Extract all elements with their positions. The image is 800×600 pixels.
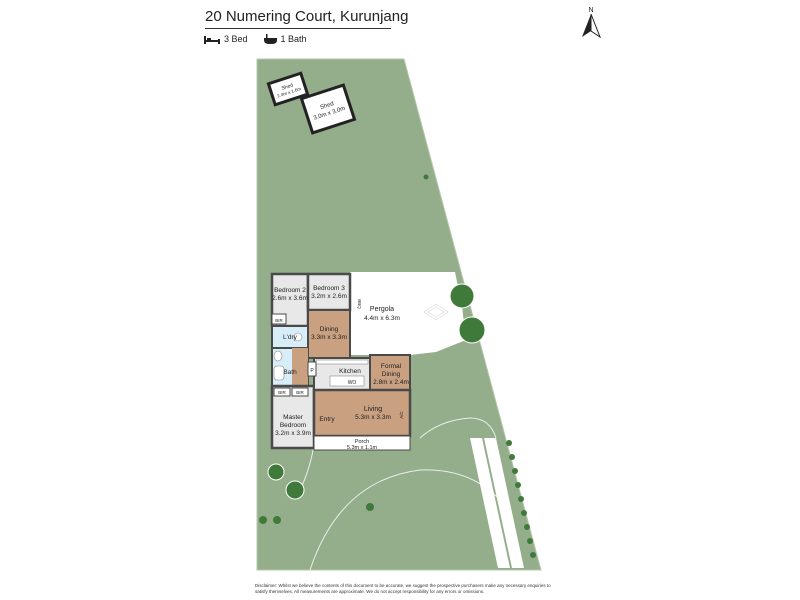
shed-large-name: Shed [319,101,334,111]
formal-dim: 2.8m x 2.4m [373,379,409,386]
shed-large: Shed 3.0m x 3.0m [299,83,357,135]
paving-pattern [423,303,449,321]
ac-label: A/C [399,411,404,419]
north-arrow-icon: N [582,7,601,38]
bedroom2-name: Bedroom 2 [274,287,306,294]
house [270,272,412,451]
title-divider [205,28,391,29]
master-name-2: Bedroom [280,422,306,429]
trees [259,174,536,558]
feature-summary: 3 Bed 1 Bath [204,34,307,44]
laundry-name: L'dry [283,334,298,341]
bedroom3-name: Bedroom 3 [313,285,345,292]
shed-small: Shed 2.4m x 1.6m [266,71,310,107]
master-name-1: Master [283,414,304,421]
driveway-strip [484,438,524,568]
bed-feature: 3 Bed [204,34,248,44]
living-name: Living [364,406,382,413]
disclaimer-text: Disclaimer: Whilst we believe the conten… [255,583,551,594]
garden-path-line [419,417,497,439]
dining-name: Dining [320,326,339,333]
kitchen-name: Kitchen [339,368,361,375]
pergola-dim: 4.4m x 6.3m [364,315,400,322]
north-label: N [588,7,593,14]
master-dim: 3.2m x 3.9m [275,430,311,437]
pantry-label: P [310,368,314,374]
property-address: 20 Numering Court, Kurunjang [205,8,409,25]
bbq-label: BBQ [357,299,362,309]
bath-feature: 1 Bath [263,34,307,44]
bath-name: Bath [283,369,297,376]
bir-label: BIR [296,390,304,395]
shed-small-name: Shed [281,82,294,91]
bir-label: BIR [275,318,283,323]
driveway-strip [470,438,510,568]
bedroom3-dim: 3.2m x 2.6m [311,293,347,300]
dining-dim: 3.3m x 3.3m [311,334,347,341]
porch-name: Porch [355,439,369,445]
wall-oven-label: WO [348,380,357,386]
pergola-paving [350,272,466,355]
living-dim: 5.3m x 3.3m [355,414,391,421]
bed-count: 3 Bed [224,34,248,44]
entry-name: Entry [319,416,335,423]
formal-name-2: Dining [382,371,401,378]
bedroom2-dim: 2.6m x 3.6m [272,295,308,302]
formal-name-1: Formal [381,363,402,370]
bath-icon [263,34,277,44]
garden-path-line [309,469,501,571]
porch-dim: 5.3m x 1.1m [347,445,378,451]
bir-label: BIR [278,390,286,395]
pergola-name: Pergola [370,306,394,313]
bath-count: 1 Bath [280,34,307,44]
bed-icon [204,35,220,44]
